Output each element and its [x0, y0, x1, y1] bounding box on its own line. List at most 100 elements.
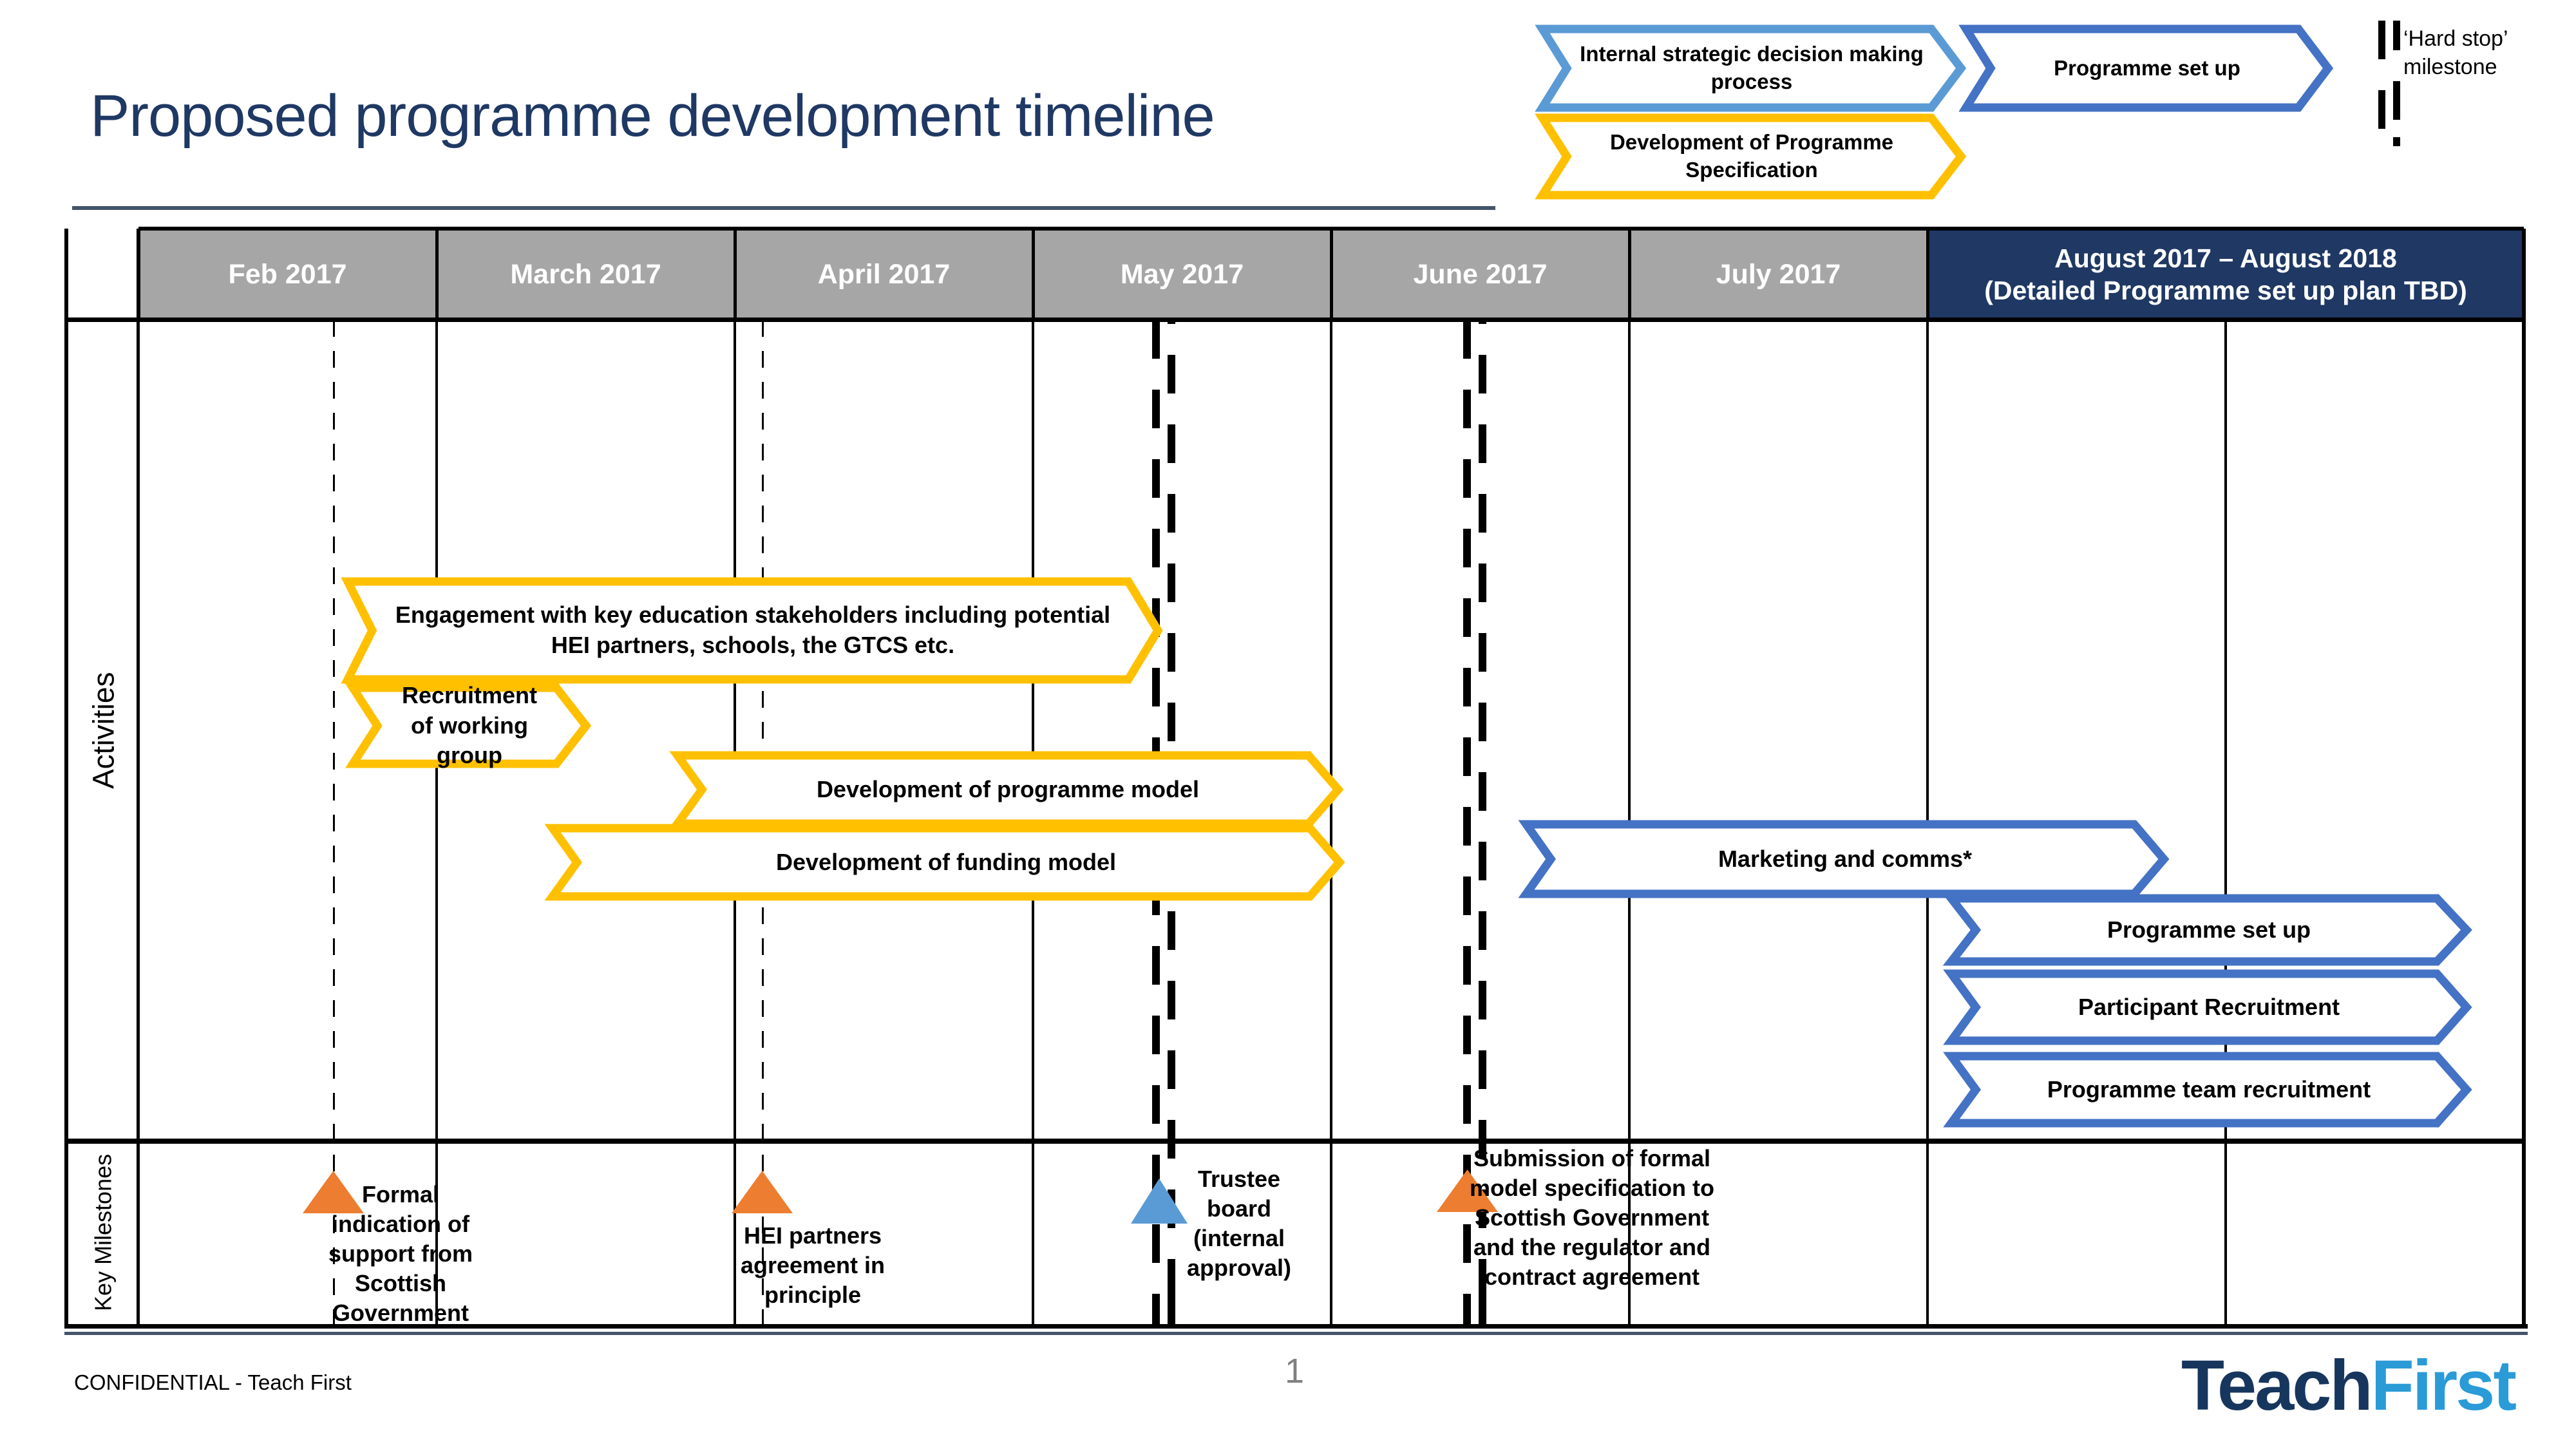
arrow-shape	[1535, 24, 1967, 112]
bar-participant-recruitment: Participant Recruitment	[1943, 969, 2472, 1045]
table-bottom-border	[64, 1324, 2528, 1329]
arrow-shape	[1958, 24, 2334, 112]
arrow-shape	[341, 577, 1163, 684]
month-header-line: June 2017	[1413, 259, 1548, 290]
milestone-text-line: agreement in	[740, 1252, 886, 1278]
bar-label: Internal strategic decision making proce…	[1580, 42, 1924, 93]
bar-programme-set-up: Programme set up	[1942, 894, 2472, 966]
table-left-border	[64, 229, 68, 1328]
legend-label-line: milestone	[2403, 55, 2497, 79]
label-column-divider	[137, 229, 140, 1324]
milestone-triangle-formal-indication	[302, 1171, 364, 1213]
milestone-text-line: Scottish	[354, 1270, 446, 1296]
bar-label: Development of programme model	[816, 775, 1200, 802]
milestone-text-line: (internal	[1193, 1225, 1285, 1251]
bar-label: Development of funding model	[776, 848, 1116, 875]
milestone-text-line: indication of	[332, 1211, 469, 1237]
table-right-border	[2522, 229, 2526, 1324]
month-header-june: June 2017	[1331, 229, 1629, 320]
month-header-line: April 2017	[817, 259, 951, 290]
milestone-text-line: support from	[328, 1240, 473, 1267]
month-header-line: August 2017 – August 2018	[2054, 243, 2397, 273]
milestone-text-line: Formal	[361, 1181, 440, 1208]
header-gridline	[1628, 229, 1631, 320]
milestone-text-trustee-board: Trustee board (internal approval)	[1046, 1164, 1432, 1283]
month-header-august: August 2017 – August 2018 (Detailed Progr…	[1927, 229, 2524, 320]
bar-recruitment-working-group: Recruitment of working group	[345, 681, 592, 769]
milestone-text-line: Government	[332, 1300, 469, 1326]
milestone-text-hei-partners: HEI partners agreement in principle	[620, 1221, 1006, 1310]
guide-dashed-line	[333, 320, 335, 1324]
month-header-july: July 2017	[1629, 229, 1927, 320]
milestone-text-line: contract agreement	[1484, 1264, 1700, 1290]
arrow-shape	[345, 683, 592, 768]
milestone-triangle-trustee-board	[1131, 1179, 1188, 1224]
bar-label: Programme team recruitment	[2047, 1075, 2371, 1103]
milestone-text-line: Trustee	[1197, 1166, 1281, 1192]
bar-label: Participant Recruitment	[2078, 993, 2340, 1020]
row-label-key-milestones: Key Milestones	[90, 1153, 117, 1312]
arrow-shape	[1518, 820, 2170, 898]
arrow-shape	[669, 751, 1344, 828]
bar-marketing-comms: Marketing and comms*	[1518, 820, 2170, 898]
body-gridline	[1330, 320, 1332, 1324]
body-gridline	[2224, 320, 2227, 1324]
confidential-note: CONFIDENTIAL - Teach First	[74, 1370, 352, 1394]
bar-engagement-stakeholders: Engagement with key education stakeholde…	[341, 577, 1163, 684]
hard-stop-line	[1479, 320, 1486, 1324]
title-underline	[72, 206, 1495, 210]
arrow-shape	[1535, 113, 1967, 200]
bar-label: Development of Programme Specification	[1609, 130, 1894, 182]
header-bottom-border	[64, 317, 2526, 322]
milestone-text-line: model specification to	[1469, 1175, 1715, 1201]
legend-internal-decision: Internal strategic decision making proce…	[1535, 24, 1967, 112]
milestone-text-line: approval)	[1186, 1255, 1292, 1281]
header-gridline	[1926, 229, 1929, 320]
month-header-april: April 2017	[735, 229, 1033, 320]
hard-stop-legend-symbol	[2378, 21, 2385, 146]
header-gridline	[734, 229, 737, 320]
legend-programme-spec: Development of Programme Specification	[1535, 113, 1967, 200]
legend-programme-setup: Programme set up	[1958, 24, 2334, 112]
bar-label: Recruitment of working group	[401, 681, 538, 769]
page-number: 1	[1284, 1352, 1305, 1390]
bar-programme-team-recruitment: Programme team recruitment	[1943, 1052, 2472, 1128]
hard-stop-legend-label: ‘Hard stop’ milestone	[2403, 24, 2508, 81]
bar-label: Marketing and comms*	[1718, 845, 1973, 872]
month-header-line: May 2017	[1120, 259, 1244, 290]
bar-development-funding-model: Development of funding model	[544, 824, 1345, 901]
header-gridline	[1032, 229, 1035, 320]
hard-stop-legend-symbol	[2393, 21, 2400, 146]
bar-label: Programme set up	[2054, 55, 2240, 80]
logo-first: First	[2371, 1346, 2517, 1425]
milestone-triangle-submission	[1436, 1170, 1498, 1212]
row-label-activities: Activities	[86, 672, 120, 790]
header-gridline	[137, 229, 140, 320]
page-title: Proposed programme development timeline	[90, 83, 1215, 149]
month-header-line: (Detailed Programme set up plan TBD)	[1984, 276, 2467, 305]
milestone-text-line: HEI partners	[743, 1222, 882, 1249]
body-gridline	[435, 320, 438, 1324]
month-header-march: March 2017	[437, 229, 735, 320]
bar-development-programme-model: Development of programme model	[669, 751, 1344, 828]
milestone-triangle-hei-partners	[731, 1171, 793, 1213]
legend-label-line: ‘Hard stop’	[2403, 26, 2508, 51]
arrow-shape	[1942, 894, 2472, 966]
milestone-text-line: board	[1206, 1195, 1271, 1222]
arrow-shape	[1943, 1052, 2472, 1128]
bar-label: Engagement with key education stakeholde…	[395, 601, 1111, 658]
table-shadow-rule	[64, 1332, 2528, 1335]
month-header-line: Feb 2017	[228, 259, 347, 290]
header-gridline	[1330, 229, 1333, 320]
month-header-feb: Feb 2017	[138, 229, 437, 320]
header-gridline	[435, 229, 439, 320]
milestone-text-line: principle	[764, 1282, 862, 1308]
month-header-line: March 2017	[510, 259, 661, 290]
month-header-line: July 2017	[1716, 259, 1841, 290]
month-header-may: May 2017	[1033, 229, 1331, 320]
hard-stop-line	[1463, 320, 1471, 1324]
milestone-text-line: Scottish Government	[1474, 1204, 1710, 1231]
